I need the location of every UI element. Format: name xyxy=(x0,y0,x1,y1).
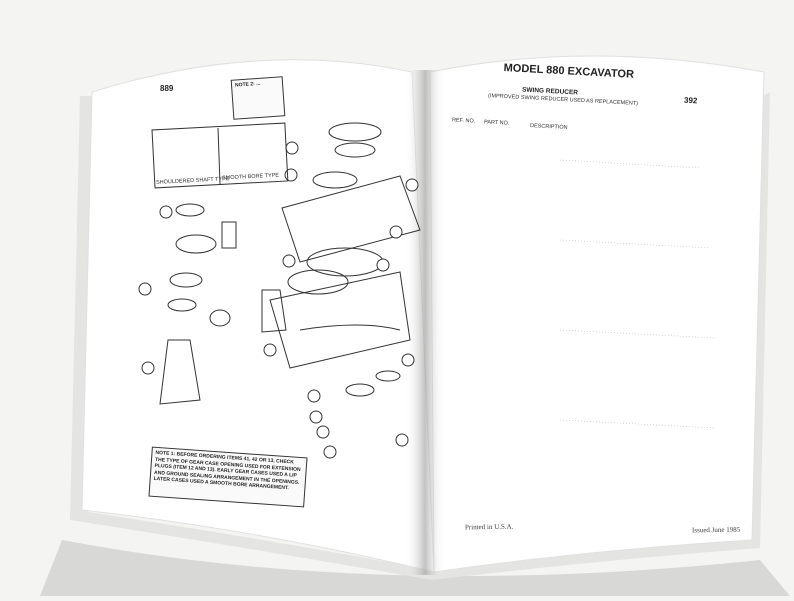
footer-right: Issued June 1985 xyxy=(691,525,741,535)
right-page xyxy=(429,55,765,573)
note-box-2: NOTE 2: ... xyxy=(230,76,286,120)
col-header-part: PART NO. xyxy=(483,119,510,127)
col-header-ref: REF. NO. xyxy=(451,117,476,125)
right-page-number: 392 xyxy=(683,95,698,106)
left-page-number: 889 xyxy=(160,84,174,93)
footer-left: Printed in U.S.A. xyxy=(464,522,514,532)
